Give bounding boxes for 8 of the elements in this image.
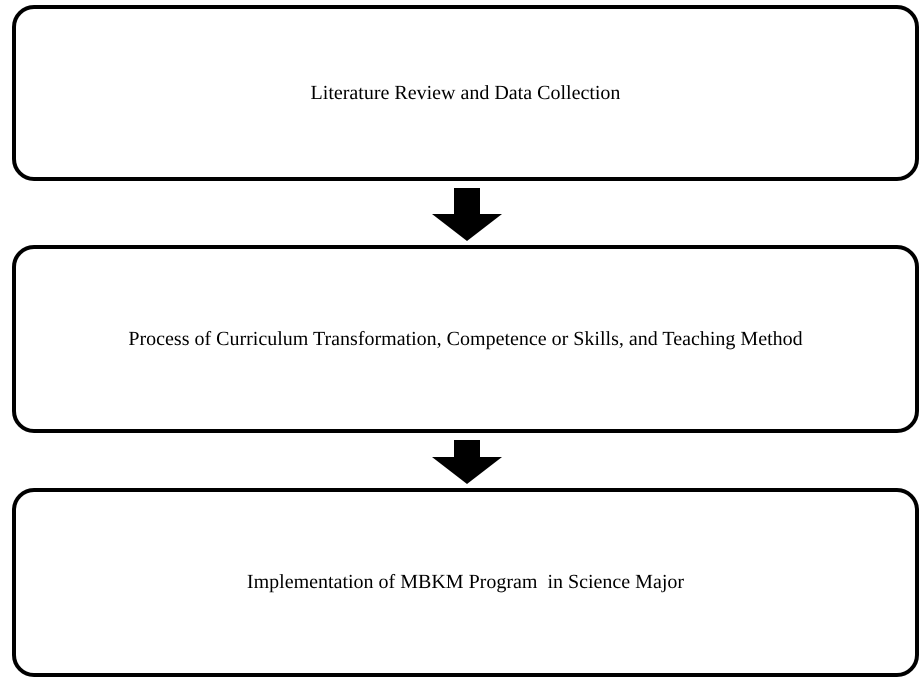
process-box [12,488,919,677]
box-label: Process of Curriculum Transformation, Competence or Skills, and Teaching Method [128,328,803,350]
process-box [12,5,919,181]
block-arrow [432,440,502,484]
box-label: Literature Review and Data Collection [310,82,620,104]
block-arrow [432,188,502,241]
box-label: Implementation of MBKM Program in Science Major [246,571,684,594]
process-box [12,245,919,433]
